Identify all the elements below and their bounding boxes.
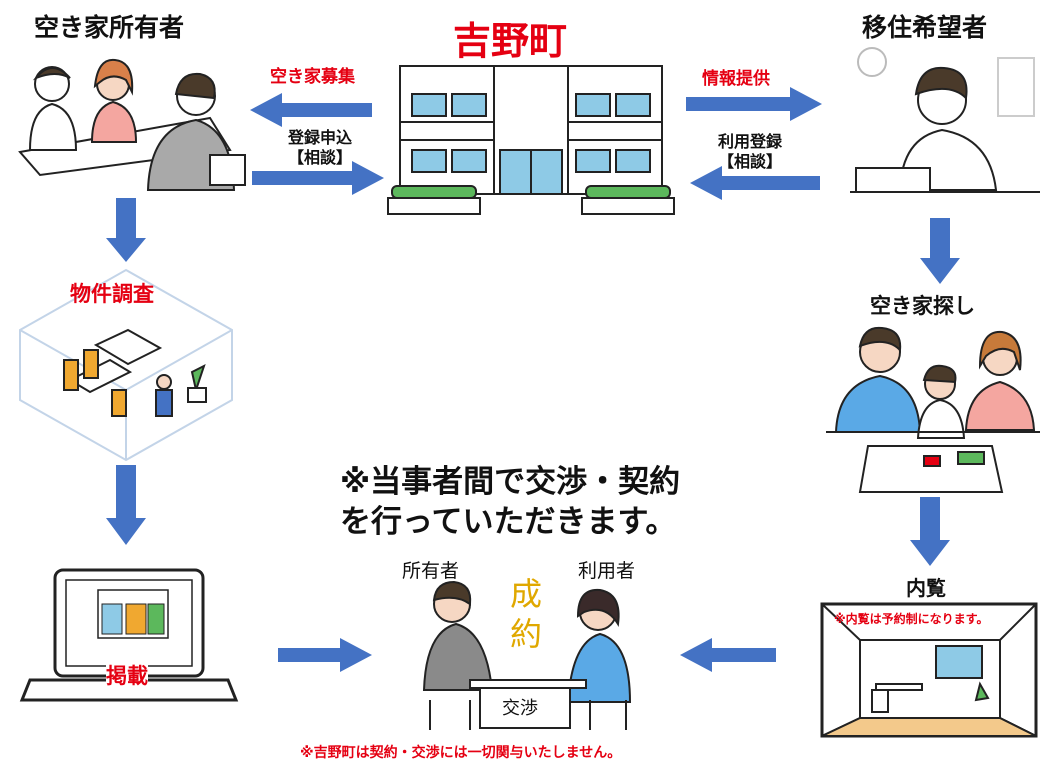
- arrow-naiken-left: [680, 638, 776, 672]
- flow-arrows: [106, 87, 960, 672]
- disclaimer: ※吉野町は契約・交渉には一切関与いたしません。: [300, 745, 622, 761]
- migrant-illustration: [850, 47, 1040, 193]
- arrow-johoteikyo: [686, 87, 822, 121]
- arrow-keisai-right: [278, 638, 372, 672]
- owner-title: 空き家所有者: [34, 13, 185, 42]
- label-riyou-line2: 【相談】: [717, 152, 782, 171]
- label-naiken-note: ※内覧は予約制になります。: [834, 612, 989, 626]
- viewing-room-illustration: [820, 602, 1038, 738]
- arrow-riyou: [690, 166, 820, 200]
- label-touroku-line2: 【相談】: [287, 148, 352, 167]
- migrant-title: 移住希望者: [862, 13, 988, 42]
- label-bukken-chousa: 物件調査: [70, 282, 154, 306]
- room-furniture: [63, 328, 207, 417]
- negotiation-note-line2: を行っていただきます。: [340, 504, 677, 540]
- label-keisai: 掲載: [106, 660, 148, 690]
- label-johoteikyo: 情報提供: [702, 69, 770, 89]
- label-shoyuusha: 所有者: [402, 560, 460, 582]
- label-touroku-line1: 登録申込: [287, 128, 352, 147]
- negotiation-note: ※当事者間で交渉・契約 を行っていただきます。: [340, 462, 680, 542]
- arrow-owner-down: [106, 198, 146, 262]
- label-naiken: 内覧: [906, 576, 946, 600]
- town-title: 吉野町: [453, 19, 568, 63]
- arrow-migrant-down: [920, 218, 960, 284]
- label-seiyaku-2: 約: [509, 615, 542, 653]
- arrow-akiya-boshu: [250, 93, 372, 127]
- label-akiya-boshu: 空き家募集: [270, 67, 355, 87]
- label-koushou: 交渉: [502, 698, 538, 719]
- arrow-sagashi-down: [910, 497, 950, 566]
- label-seiyaku: 成 約: [506, 574, 546, 654]
- label-akiya-sagashi: 空き家探し: [870, 294, 975, 318]
- town-hall-building: [387, 65, 675, 215]
- arrow-touroku: [252, 161, 384, 195]
- label-riyou-line1: 利用登録: [717, 132, 782, 151]
- label-seiyaku-1: 成: [509, 575, 542, 613]
- negotiation-note-line1: ※当事者間で交渉・契約: [340, 464, 681, 500]
- owners-illustration: [18, 58, 246, 191]
- laptop-listing-illustration: [19, 568, 239, 702]
- family-search-illustration: [826, 326, 1040, 493]
- label-riyousha: 利用者: [578, 560, 636, 582]
- arrow-chousa-down: [106, 465, 146, 545]
- label-touroku: 登録申込 【相談】: [270, 128, 370, 168]
- label-riyou: 利用登録 【相談】: [700, 132, 800, 172]
- negotiation-illustration: [422, 580, 632, 730]
